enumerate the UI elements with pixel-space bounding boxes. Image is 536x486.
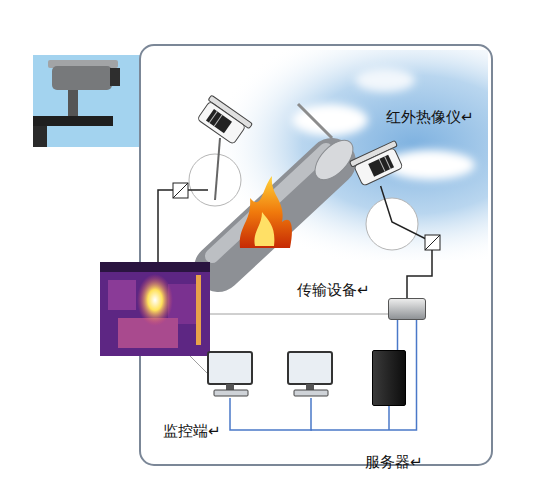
monitor-screen	[208, 352, 252, 384]
thermal-region	[108, 280, 136, 310]
cable	[298, 104, 332, 138]
camera-window	[206, 109, 232, 133]
keyboard	[214, 390, 248, 396]
thermal-scale	[196, 275, 201, 345]
photo-camera-lens	[110, 68, 120, 86]
camera-housing	[197, 101, 246, 144]
camera-window	[368, 155, 394, 177]
camera-housing	[354, 148, 403, 187]
flame-core	[254, 212, 274, 246]
camera-stripe	[209, 111, 217, 122]
wire	[188, 189, 208, 191]
keyboard	[294, 390, 328, 396]
camera-stripe	[379, 159, 385, 172]
thermal-camera	[195, 95, 252, 147]
camera-node: 红外热像仪↵	[352, 142, 404, 186]
camera-pole	[215, 138, 220, 200]
monitor	[288, 352, 332, 396]
device-label: 监控端↵	[163, 422, 221, 440]
thermal-image	[100, 262, 210, 356]
flame	[240, 176, 292, 248]
signal-converter	[425, 235, 440, 250]
network-link	[381, 186, 432, 298]
photo-camera-arm	[33, 116, 113, 126]
device-label: 红外热像仪↵	[386, 108, 474, 126]
network-bus	[230, 398, 312, 430]
photo-camera-bracket	[68, 90, 78, 118]
network-link	[397, 320, 399, 350]
photo-sky	[33, 55, 140, 147]
network-link	[311, 320, 417, 430]
system-frame	[140, 45, 492, 465]
device-label: 传输设备↵	[297, 281, 370, 299]
monitor-stand	[226, 384, 234, 390]
thermal-image-bar	[100, 262, 210, 272]
thermal-hotspot	[137, 274, 173, 326]
camera-stripe	[385, 156, 391, 169]
cloud	[355, 68, 415, 92]
monitor	[208, 352, 252, 396]
server-tower: 服务器↵	[372, 350, 406, 406]
network-bus	[388, 406, 390, 430]
monitor-screen	[288, 352, 332, 384]
monitor-group: 监控端↵	[203, 350, 338, 398]
thermal-camera	[349, 141, 406, 188]
signal-converter-mark	[173, 183, 188, 198]
camera-mount	[366, 198, 418, 250]
monitor-stand	[306, 384, 314, 390]
signal-converter	[173, 183, 188, 198]
switch-box: 传输设备↵	[388, 298, 426, 320]
sky	[150, 50, 488, 260]
device-label: 服务器↵	[365, 453, 423, 471]
leader-line	[210, 314, 388, 315]
signal-converter-mark	[425, 235, 440, 250]
photo-camera-body	[52, 66, 112, 90]
photo-camera-pole	[33, 126, 47, 147]
camera-stripe	[214, 115, 222, 126]
wire	[158, 190, 173, 262]
